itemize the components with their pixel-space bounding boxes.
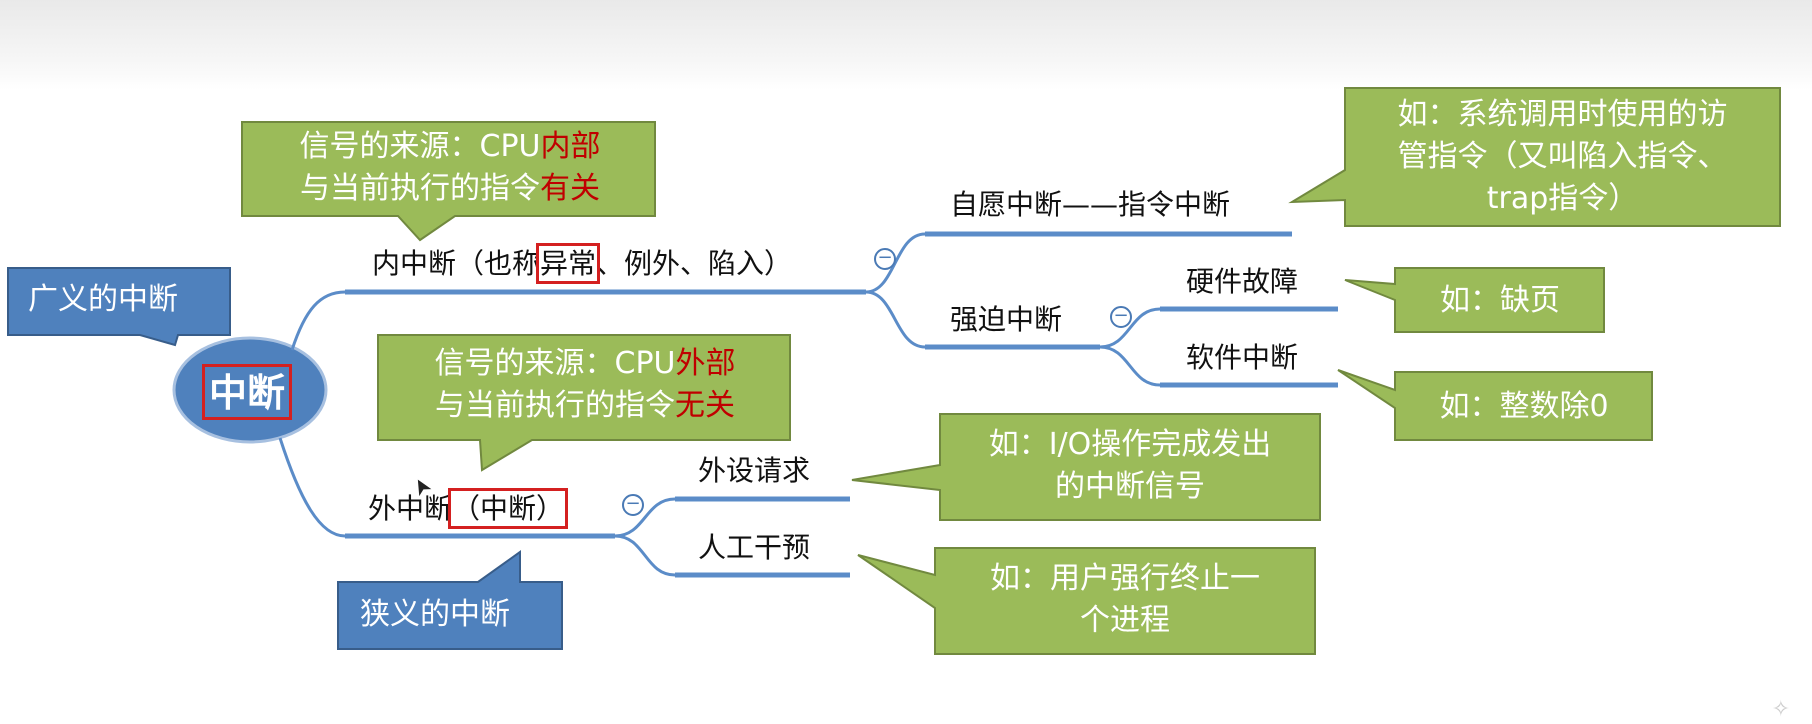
node-internal-interrupt[interactable]: 内中断（也称异常、例外、陷入） — [372, 243, 793, 284]
collapse-external-toggle[interactable]: − — [622, 494, 644, 516]
node-device-request[interactable]: 外设请求 — [698, 454, 811, 487]
voluntary-callout: 如：系统调用时使用的访 管指令（又叫陷入指令、 trap指令） — [1397, 97, 1728, 216]
connector-external-manual — [614, 534, 676, 577]
callout-voluntary-box — [1288, 87, 1781, 227]
node-software-interrupt[interactable]: 软件中断 — [1186, 341, 1299, 374]
callout-broad-box — [7, 267, 231, 347]
manual-intervention-callout: 如：用户强行终止一 个进程 — [990, 561, 1260, 638]
callout-manual-box — [857, 547, 1316, 655]
root-node-label[interactable]: 中断 — [202, 364, 292, 420]
connector-root-external — [278, 437, 346, 538]
callout-device-box — [851, 413, 1321, 521]
device-request-callout: 如：I/O操作完成发出 的中断信号 — [988, 427, 1272, 504]
connector-forced-hardware — [1099, 307, 1161, 349]
internal-source-callout: 信号的来源：CPU内部 与当前执行的指令有关 — [299, 129, 601, 206]
callout-hardware-box — [1344, 267, 1605, 333]
node-voluntary-interrupt[interactable]: 自愿中断——指令中断 — [950, 188, 1231, 221]
collapse-internal-toggle[interactable]: − — [874, 248, 896, 270]
node-hardware-fault[interactable]: 硬件故障 — [1186, 265, 1299, 298]
broad-interrupt-label: 广义的中断 — [28, 282, 178, 317]
software-interrupt-callout: 如：整数除0 — [1439, 389, 1609, 424]
highlight-exception: 异常 — [536, 243, 601, 284]
corner-decoration-icon: ✧ — [1771, 697, 1790, 722]
narrow-interrupt-label: 狭义的中断 — [360, 597, 510, 632]
highlight-interrupt: （中断） — [448, 488, 569, 529]
connector-external-device — [614, 497, 676, 538]
node-manual-intervention[interactable]: 人工干预 — [698, 531, 811, 564]
hardware-fault-callout: 如：缺页 — [1440, 283, 1560, 318]
external-source-callout: 信号的来源：CPU外部 与当前执行的指令无关 — [434, 346, 736, 423]
node-external-interrupt[interactable]: 外中断（中断） — [368, 488, 569, 529]
collapse-forced-toggle[interactable]: − — [1110, 306, 1132, 328]
callout-software-box — [1337, 369, 1653, 441]
connector-root-internal — [290, 290, 346, 351]
node-forced-interrupt[interactable]: 强迫中断 — [950, 303, 1063, 336]
connector-internal-forced — [865, 290, 926, 349]
callout-external-source-box — [377, 334, 791, 472]
callout-internal-source-box — [241, 121, 656, 242]
connector-forced-software — [1099, 345, 1161, 387]
callout-narrow-box — [337, 550, 563, 650]
